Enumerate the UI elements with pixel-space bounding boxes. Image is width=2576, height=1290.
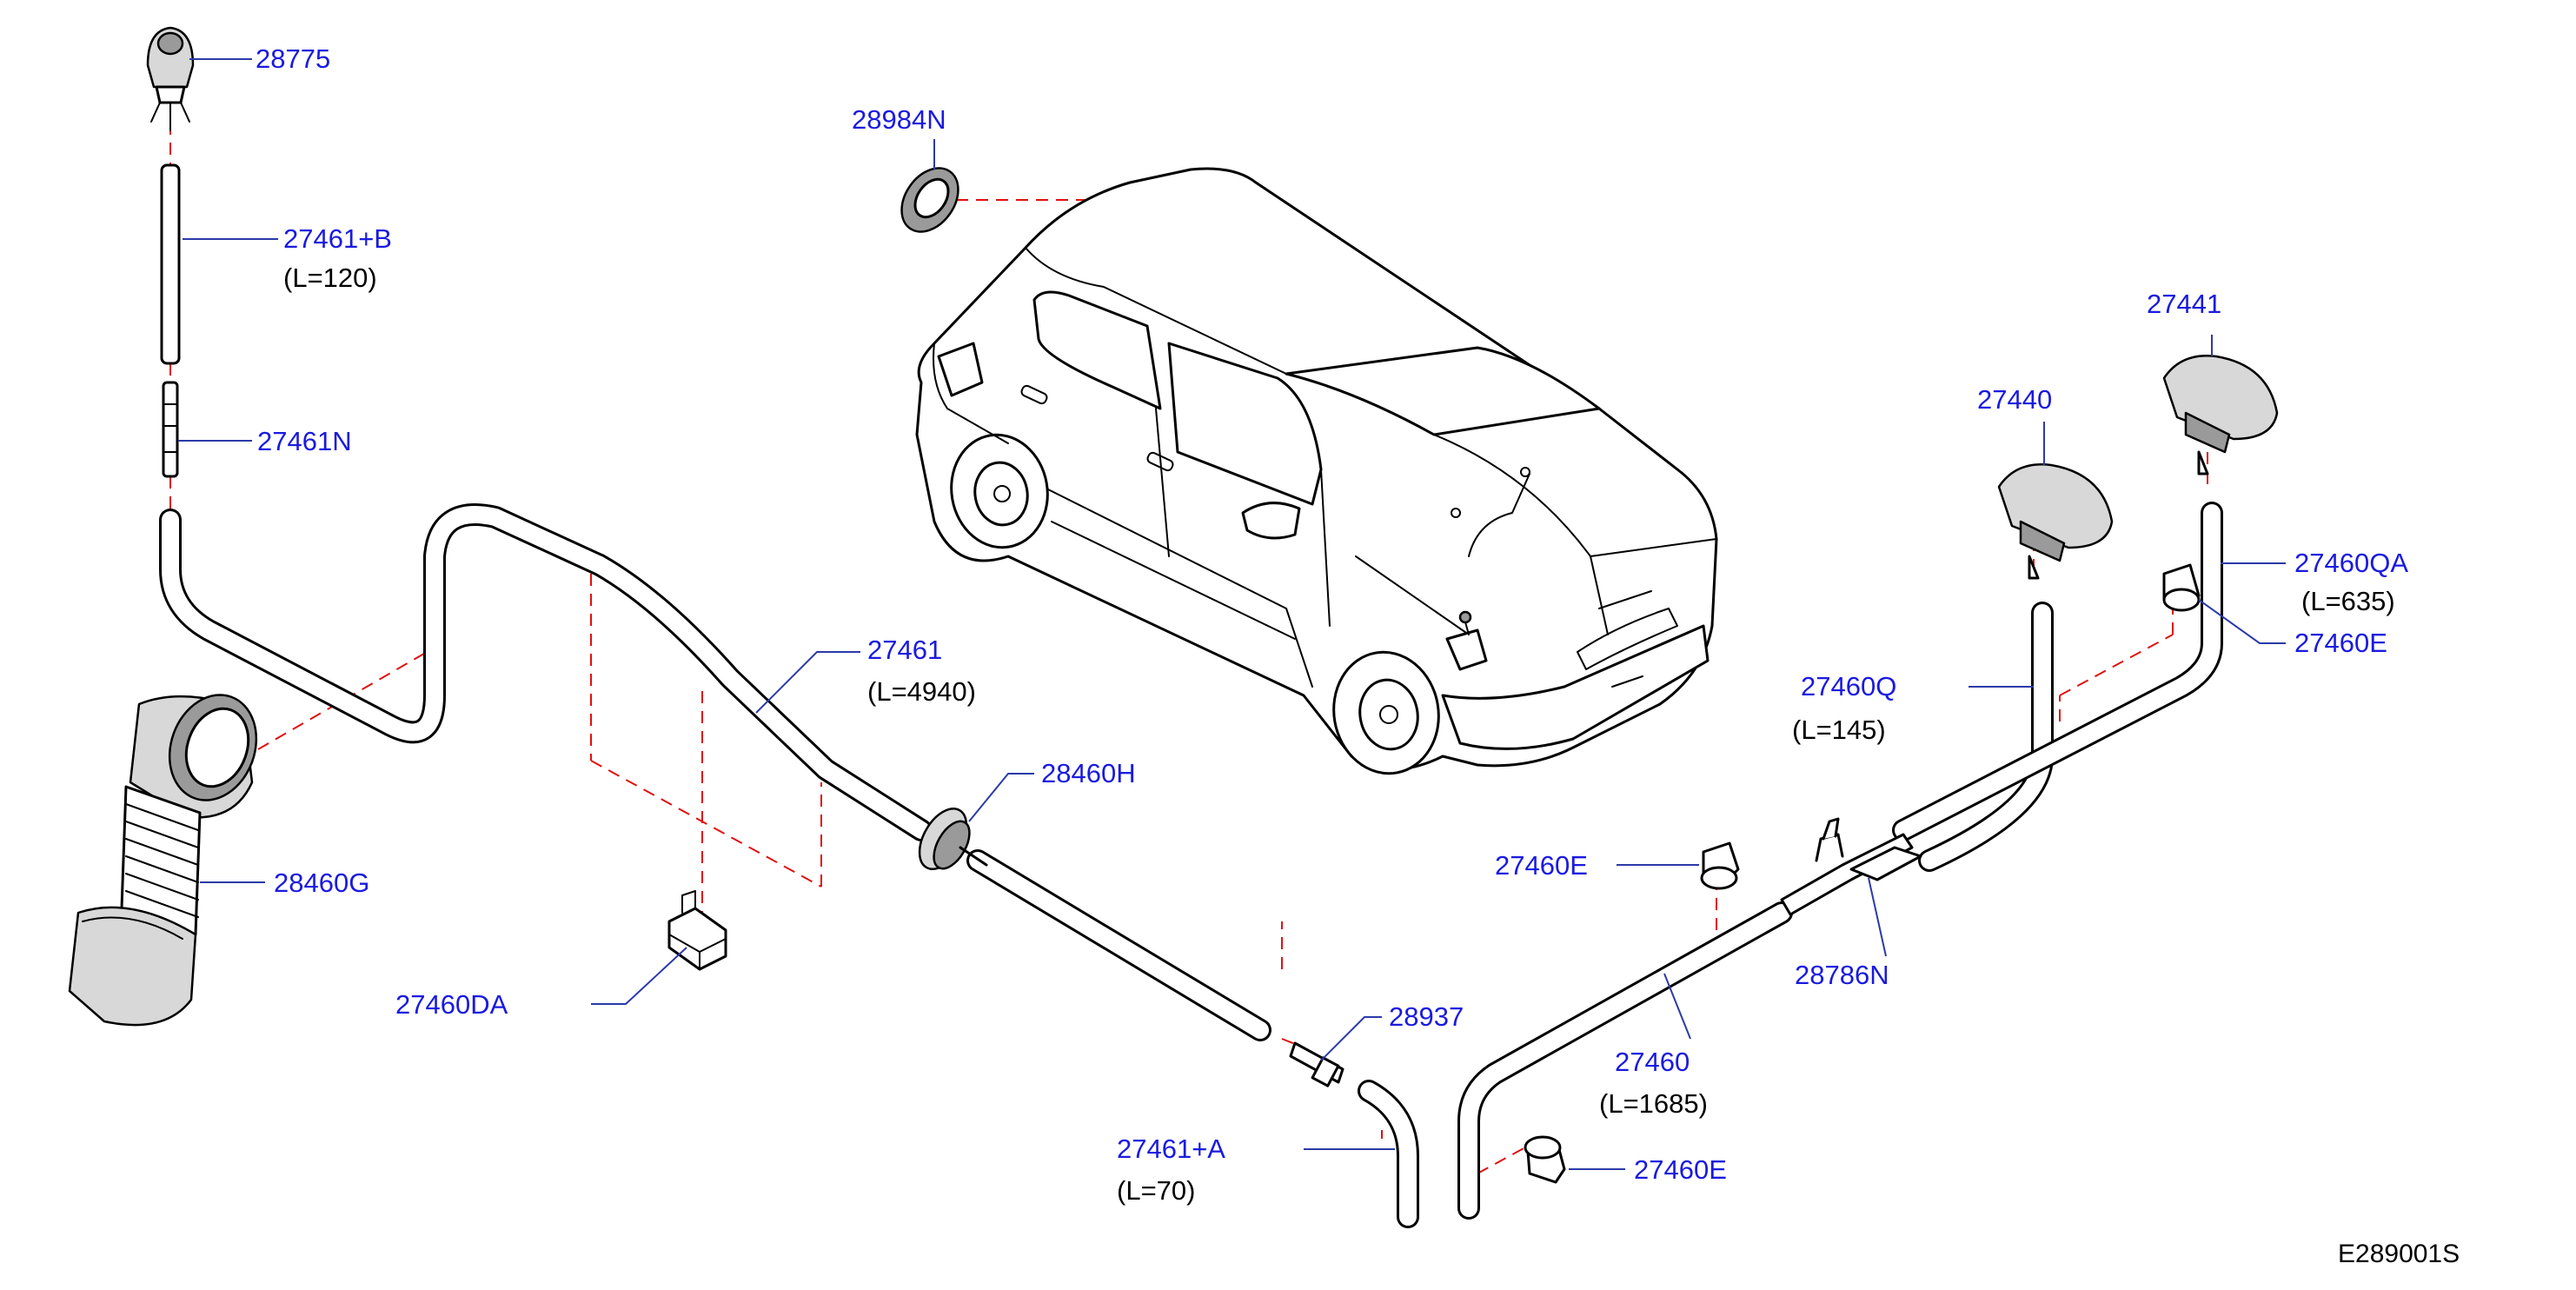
callout-27460E-top: 27460E xyxy=(2294,628,2387,658)
connector-27461N xyxy=(162,381,179,478)
grommet-28460H xyxy=(918,808,988,870)
callout-27461N: 27461N xyxy=(257,426,352,456)
callout-28937: 28937 xyxy=(1389,1001,1464,1032)
clip-27460E-bot xyxy=(1524,1135,1566,1184)
callout-27441: 27441 xyxy=(2147,289,2221,319)
washer-nozzle-27441 xyxy=(2162,355,2279,475)
vehicle-illustration xyxy=(915,167,1718,775)
filler-neck-28460G xyxy=(68,694,258,1027)
washer-hoses xyxy=(159,502,2223,1228)
grommet-28984N xyxy=(900,167,959,233)
callout-27460E-bot: 27460E xyxy=(1634,1154,1727,1185)
washer-nozzle-28775 xyxy=(146,26,195,131)
callout-27460QA: 27460QA xyxy=(2294,548,2408,578)
clip-27460E-mid xyxy=(1700,841,1740,890)
callout-27461A-length: (L=70) xyxy=(1117,1175,1195,1206)
tube-27461B xyxy=(160,163,181,365)
leader-lines xyxy=(178,58,2286,1170)
callout-27461A: 27461+A xyxy=(1117,1134,1225,1164)
connector-28786N xyxy=(1780,817,1922,916)
washer-nozzle-27440 xyxy=(1997,463,2114,580)
callout-27460-length: (L=1685) xyxy=(1599,1088,1708,1119)
callout-27460DA: 27460DA xyxy=(395,989,508,1020)
callouts: 28775 27461+B (L=120) 27461N 28984N 2746… xyxy=(256,43,2460,1268)
callout-28460G: 28460G xyxy=(274,868,369,898)
joint-28937 xyxy=(1289,1041,1344,1087)
callout-28984N: 28984N xyxy=(852,104,946,135)
callout-27460QA-length: (L=635) xyxy=(2301,586,2395,616)
callout-27461: 27461 xyxy=(867,635,942,665)
callout-27460Q: 27460Q xyxy=(1801,671,1896,702)
clip-27460E-top xyxy=(2162,563,2201,612)
callout-27440: 27440 xyxy=(1977,384,2052,415)
callout-27461-length: (L=4940) xyxy=(867,676,976,707)
diagram-code: E289001S xyxy=(2338,1240,2460,1268)
callout-27461B: 27461+B xyxy=(283,223,392,254)
callout-27460Q-length: (L=145) xyxy=(1792,715,1886,745)
callout-27460: 27460 xyxy=(1615,1047,1690,1077)
clip-27460DA xyxy=(667,890,727,971)
callout-27460E-mid: 27460E xyxy=(1495,850,1588,881)
callout-28775: 28775 xyxy=(256,43,330,74)
callout-28460H: 28460H xyxy=(1041,758,1136,788)
callout-28786N: 28786N xyxy=(1795,960,1889,990)
callout-27461B-length: (L=120) xyxy=(283,263,377,293)
